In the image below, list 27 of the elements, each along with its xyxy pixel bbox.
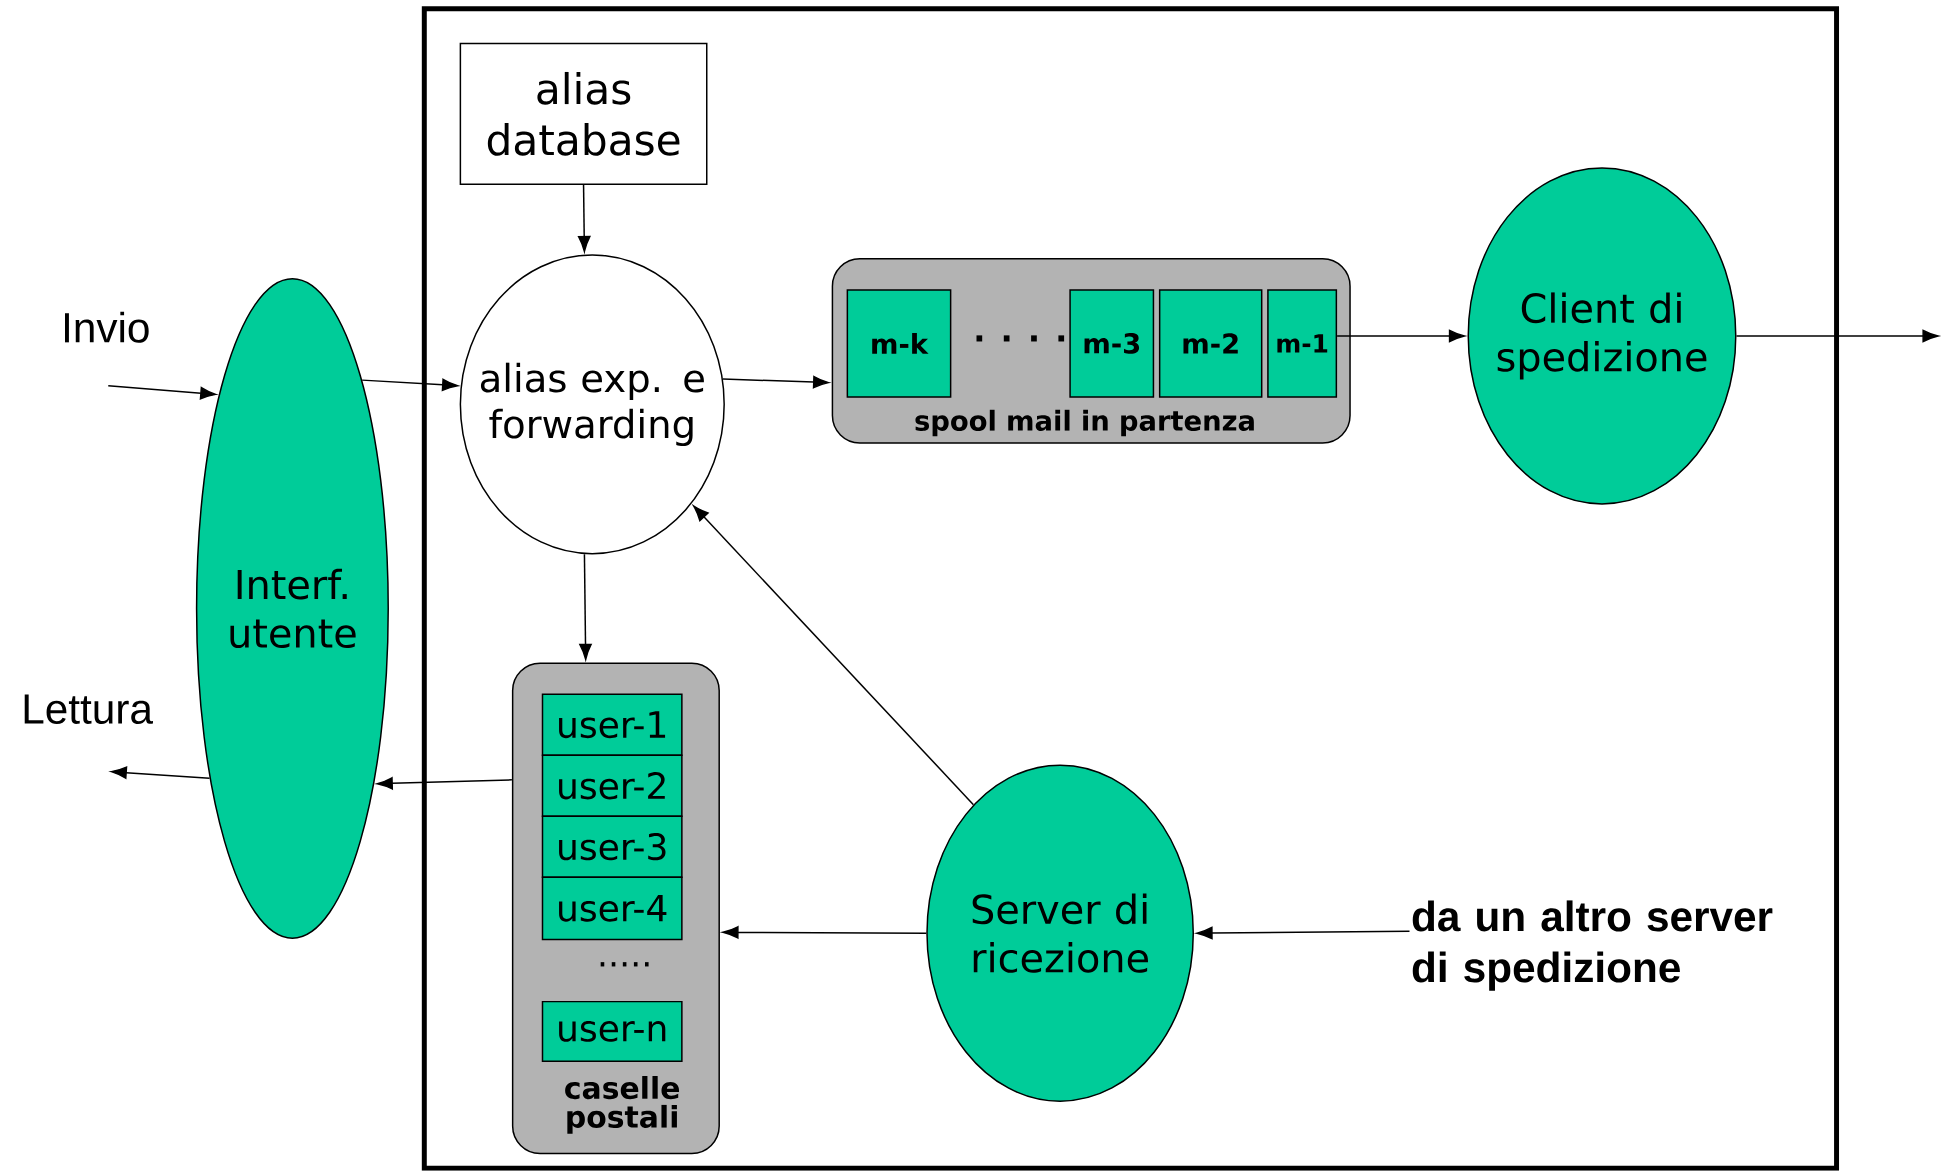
arrow	[722, 375, 830, 389]
arrow	[722, 926, 927, 939]
arrow	[577, 184, 591, 253]
flow-label: Invio	[65, 311, 149, 343]
message-box: m-k	[846, 289, 952, 398]
flow-label: Lettura	[24, 694, 153, 725]
ellipsis-dots: . . . .	[976, 335, 1065, 342]
arrow	[1336, 329, 1466, 343]
ellipsis-dots: .....	[600, 962, 649, 967]
message-box: m-1	[1267, 289, 1338, 398]
arrow	[693, 505, 975, 806]
mailbox-cell: user-n	[541, 1000, 683, 1063]
mailbox-cell: user-1	[541, 693, 683, 757]
mailbox-cell: user-4	[541, 876, 683, 941]
message-box: m-3	[1069, 289, 1155, 398]
arrow	[110, 766, 211, 780]
arrow	[376, 777, 513, 790]
arrow	[107, 385, 217, 400]
mailbox-cell: user-2	[541, 754, 683, 818]
arrow	[1196, 926, 1411, 940]
arrow	[1735, 329, 1939, 343]
arrow	[361, 378, 459, 392]
mailbox-cell: user-3	[541, 815, 683, 878]
message-box: m-2	[1158, 289, 1263, 398]
source-text: da un altro server di spedizione	[1412, 900, 1773, 991]
arrow	[579, 553, 592, 661]
database-box: alias database	[459, 42, 708, 185]
